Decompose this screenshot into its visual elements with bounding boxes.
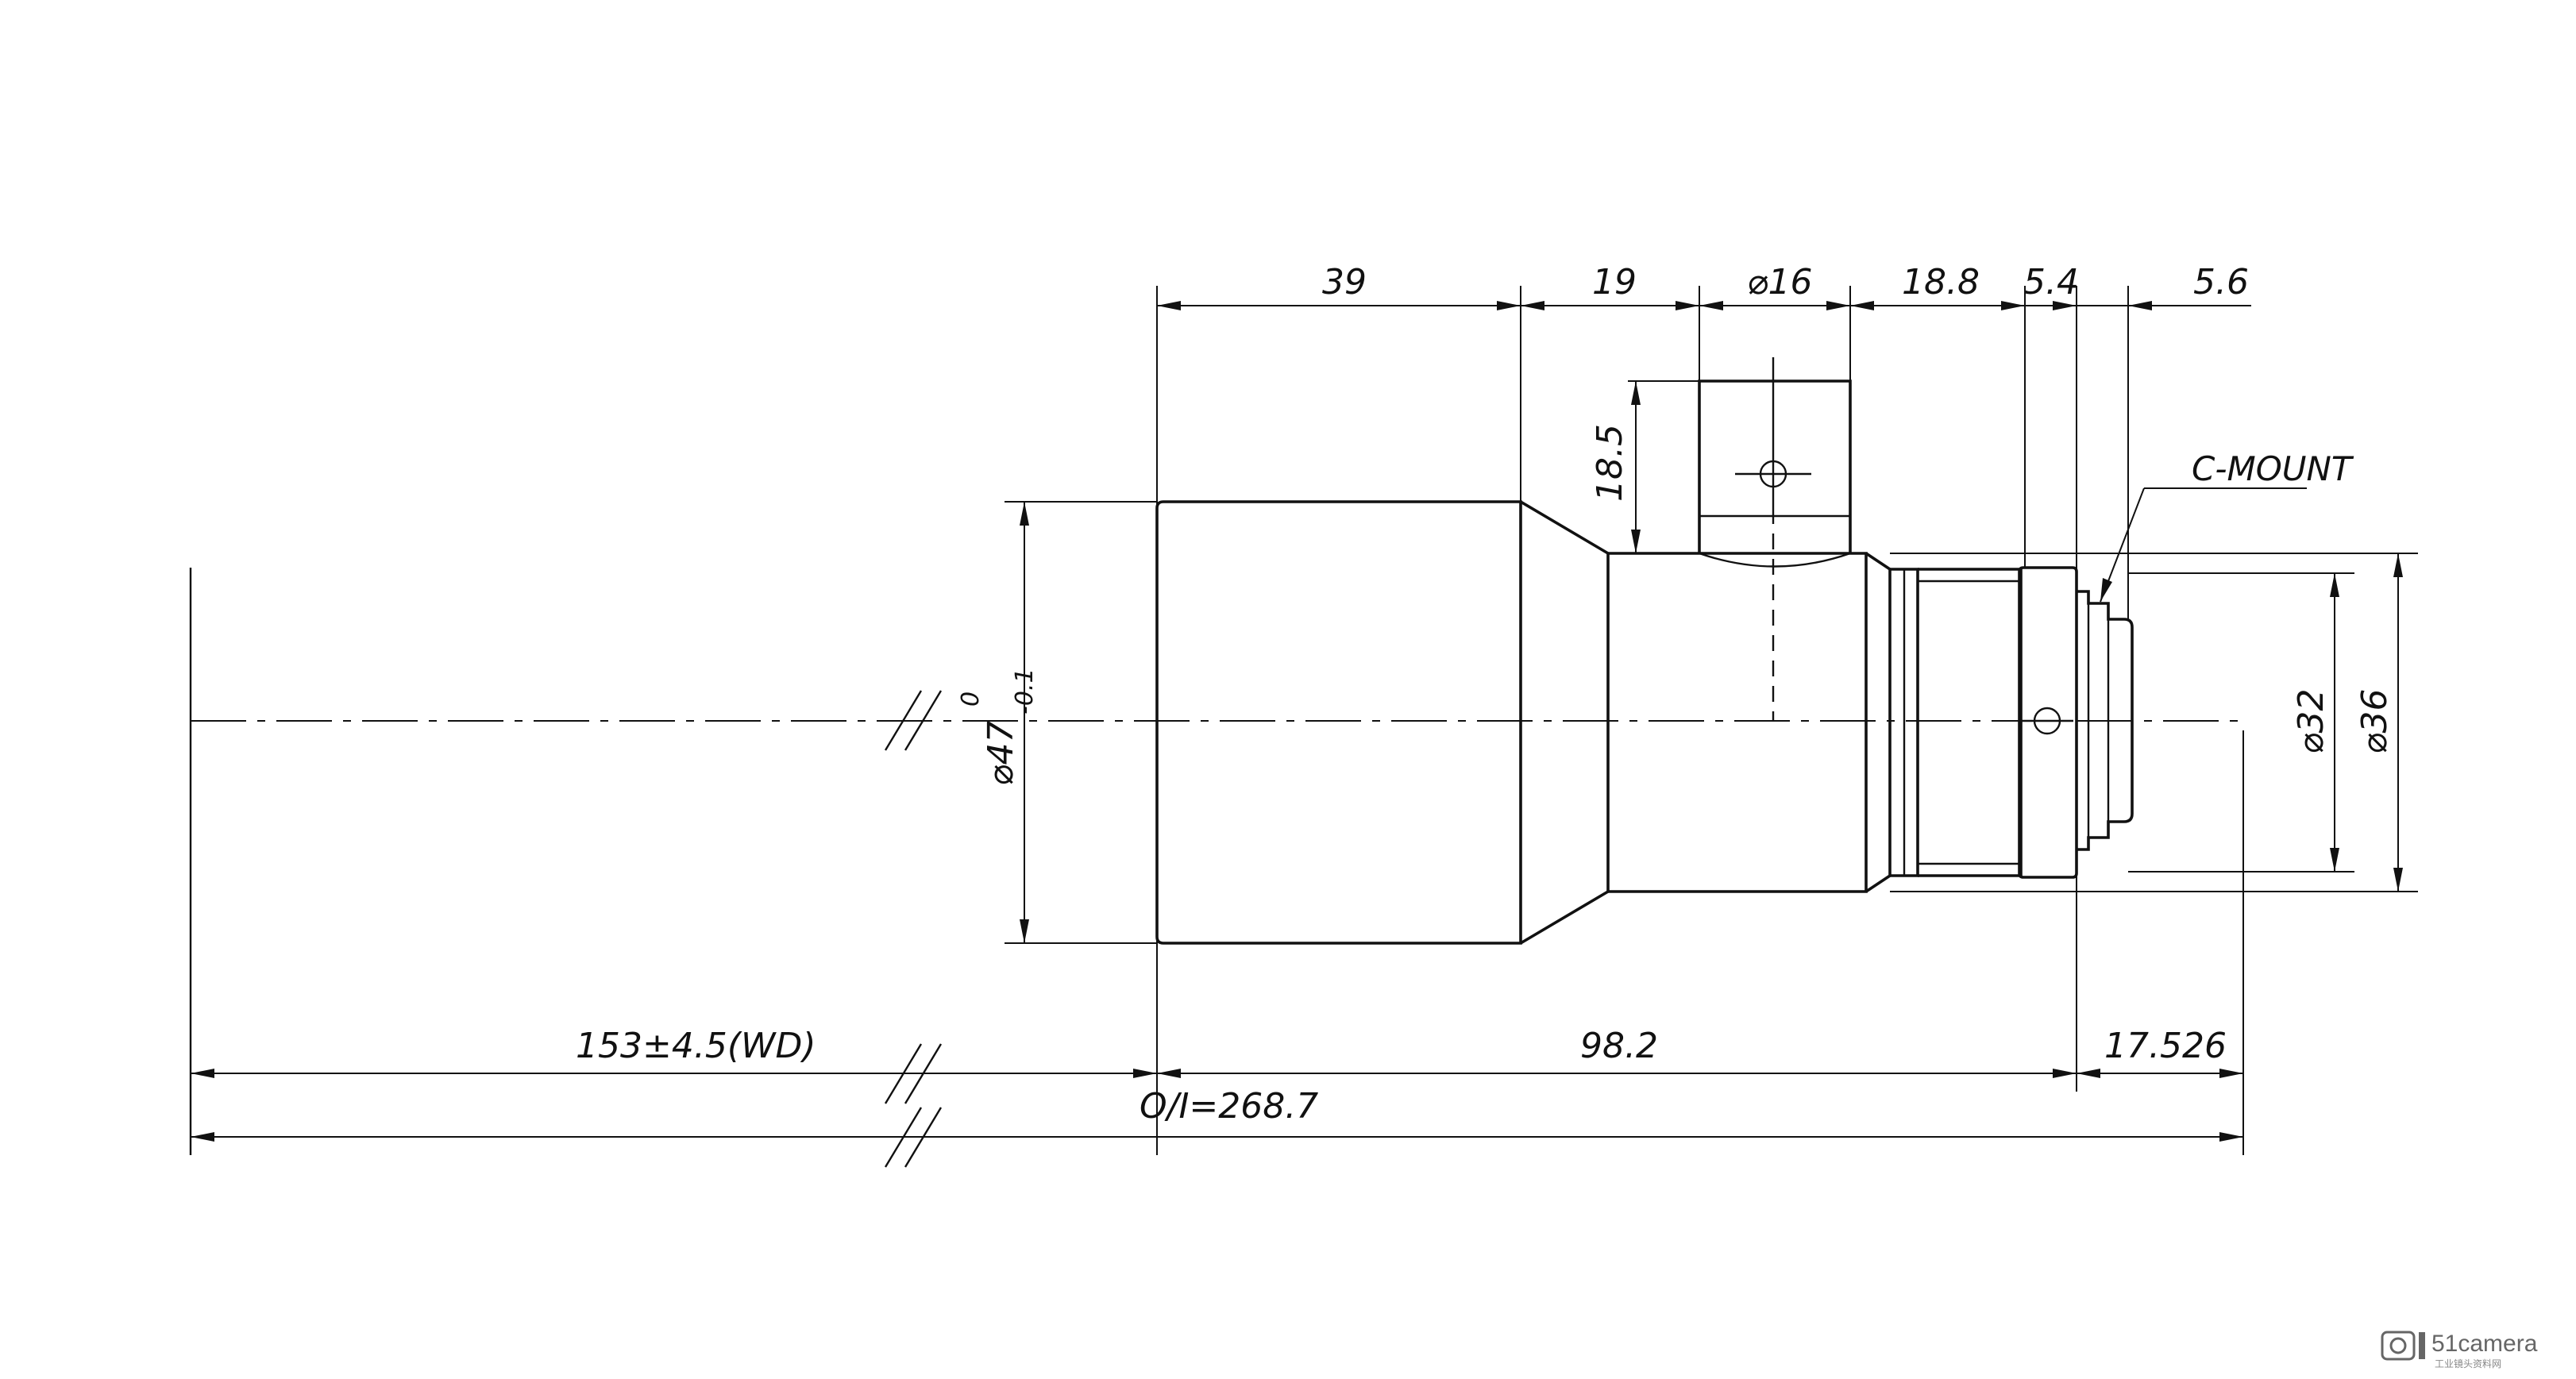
tolerance-lower: -0.1 (1011, 668, 1039, 715)
dim-label-18-8: 18.8 (1902, 262, 1980, 302)
knob-base-curve (1699, 514, 1852, 568)
c-mount-thread (2077, 590, 2134, 851)
front-diameter-dimension (1020, 502, 1029, 943)
watermark-subtitle: 工业镜头资料网 (2435, 1358, 2501, 1369)
dim-label-19: 19 (1592, 262, 1637, 302)
dim-label-diameter-36: ⌀36 (2354, 689, 2395, 754)
front-barrel (1155, 500, 1522, 945)
dim-label-5-6: 5.6 (2193, 262, 2249, 302)
mount-flange (2018, 566, 2078, 879)
dim-label-diameter-16: ⌀16 (1747, 262, 1812, 302)
tolerance-upper: 0 (957, 691, 985, 707)
aperture-screw-mark (2021, 707, 2073, 735)
dim-label-17-526: 17.526 (2104, 1026, 2227, 1066)
watermark-brand: 51camera (2431, 1331, 2538, 1357)
lens-body (1155, 357, 2134, 945)
dim-label-98-2: 98.2 (1580, 1026, 1658, 1066)
c-mount-label: C-MOUNT (2192, 449, 2354, 488)
dim-label-working-distance: 153±4.5(WD) (576, 1026, 816, 1066)
c-mount-leader (2100, 487, 2307, 603)
dim-label-diameter-32: ⌀32 (2291, 689, 2331, 754)
watermark-logo (2381, 1331, 2425, 1361)
aperture-ring (1918, 568, 2023, 877)
barrel-taper (1520, 500, 1610, 945)
centerline-break-mark (884, 690, 943, 751)
extension-lines (1005, 286, 2418, 1155)
focus-lock-knob (1698, 379, 1852, 553)
dim-label-oi-total: O/I=268.7 (1140, 1086, 1318, 1127)
dim-label-diameter-47: ⌀47 (981, 721, 1021, 786)
rear-diameter-dimensions (2330, 553, 2403, 892)
rear-taper (1865, 552, 1892, 893)
dim-label-18-5: 18.5 (1590, 424, 1630, 502)
knob-screw-mark (1735, 357, 1811, 721)
knob-height-dimension (1631, 381, 1641, 553)
dim-label-39: 39 (1322, 262, 1367, 302)
dim-label-5-4: 5.4 (2023, 262, 2079, 302)
middle-section (1608, 552, 1868, 893)
bottom-dimension-row-2 (191, 1107, 2243, 1168)
bottom-dimension-row-1 (191, 1043, 2243, 1104)
top-dimension-chain (1157, 301, 2251, 310)
